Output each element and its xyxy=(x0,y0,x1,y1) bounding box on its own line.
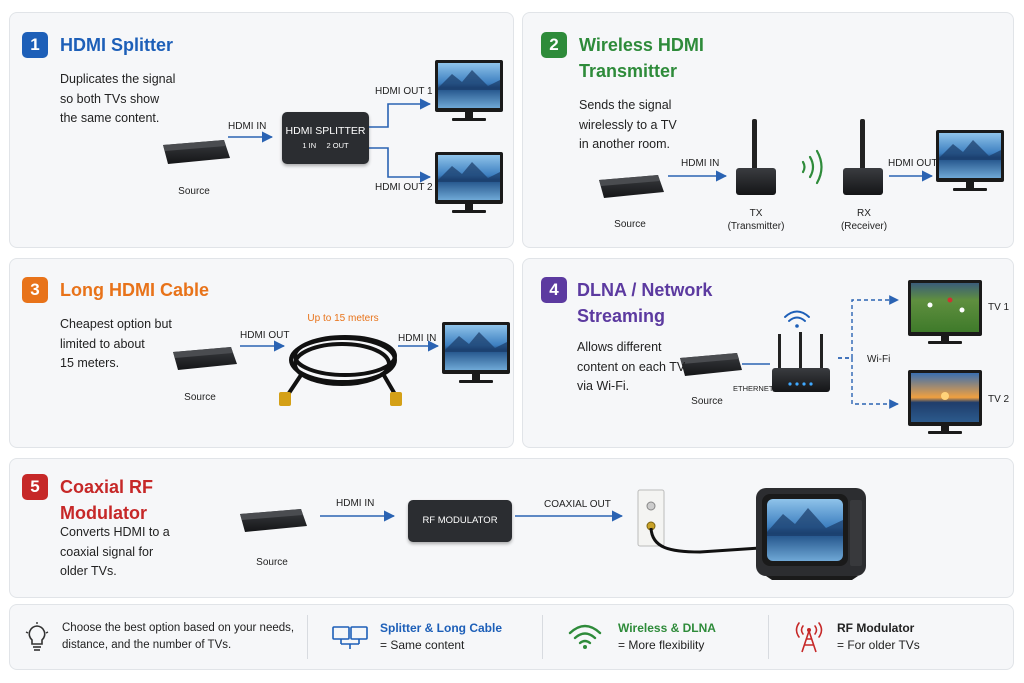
footer-item-rf: RF Modulator = For older TVs xyxy=(837,621,920,652)
badge-number: 3 xyxy=(22,277,48,303)
source-label: Source xyxy=(178,186,210,197)
wifi-icon xyxy=(568,624,602,649)
tx-label: TX(Transmitter) xyxy=(727,208,785,232)
panel-wireless-hdmi xyxy=(522,12,1014,248)
source-label: Source xyxy=(184,392,216,403)
divider xyxy=(542,615,543,659)
monitors-icon xyxy=(332,626,368,649)
footer-item-wireless: Wireless & DLNA = More flexibility xyxy=(618,621,716,652)
wifi-label: Wi-Fi xyxy=(867,354,891,365)
hdmi-out-label: HDMI OUT xyxy=(240,330,290,341)
divider xyxy=(307,615,308,659)
divider xyxy=(768,615,769,659)
hdmi-splitter-box: HDMI SPLITTER 1 IN 2 OUT xyxy=(282,112,369,164)
badge-number: 1 xyxy=(22,32,48,58)
hdmi-out-2-label: HDMI OUT 2 xyxy=(375,182,433,193)
hdmi-out-1-label: HDMI OUT 1 xyxy=(375,86,433,97)
hdmi-in-label: HDMI IN xyxy=(228,121,267,132)
badge-number: 2 xyxy=(541,32,567,58)
splitter-name: HDMI SPLITTER xyxy=(285,125,366,137)
source-label: Source xyxy=(256,557,288,568)
source-label: Source xyxy=(614,219,646,230)
coaxial-out-label: COAXIAL OUT xyxy=(544,499,611,510)
rf-modulator-box: RF MODULATOR xyxy=(408,500,512,542)
badge-number: 5 xyxy=(22,474,48,500)
lightbulb-icon xyxy=(25,622,49,651)
footer-tip: Choose the best option based on your nee… xyxy=(62,622,295,651)
footer-summary: Choose the best option based on your nee… xyxy=(9,604,1014,670)
hdmi-in-label: HDMI IN xyxy=(336,498,375,509)
tv-2-label: TV 2 xyxy=(988,394,1010,405)
hdmi-out-label: HDMI OUT xyxy=(888,158,938,169)
rx-label: RX(Receiver) xyxy=(840,208,888,232)
panel-title: HDMI Splitter xyxy=(60,35,174,55)
hdmi-in-label: HDMI IN xyxy=(681,158,720,169)
cable-length-label: Up to 15 meters xyxy=(307,313,379,324)
source-label: Source xyxy=(691,396,723,407)
panel-hdmi-splitter xyxy=(9,12,514,248)
ethernet-label: ETHERNET xyxy=(733,384,774,393)
antenna-icon xyxy=(795,622,823,653)
badge-number: 4 xyxy=(541,277,567,303)
panel-long-hdmi-cable xyxy=(9,258,514,448)
tv-1-label: TV 1 xyxy=(988,302,1010,313)
splitter-ports: 1 IN 2 OUT xyxy=(302,141,349,150)
hdmi-in-label: HDMI IN xyxy=(398,333,437,344)
footer-item-splitter: Splitter & Long Cable = Same content xyxy=(380,621,503,652)
panel-title: Long HDMI Cable xyxy=(60,280,209,300)
